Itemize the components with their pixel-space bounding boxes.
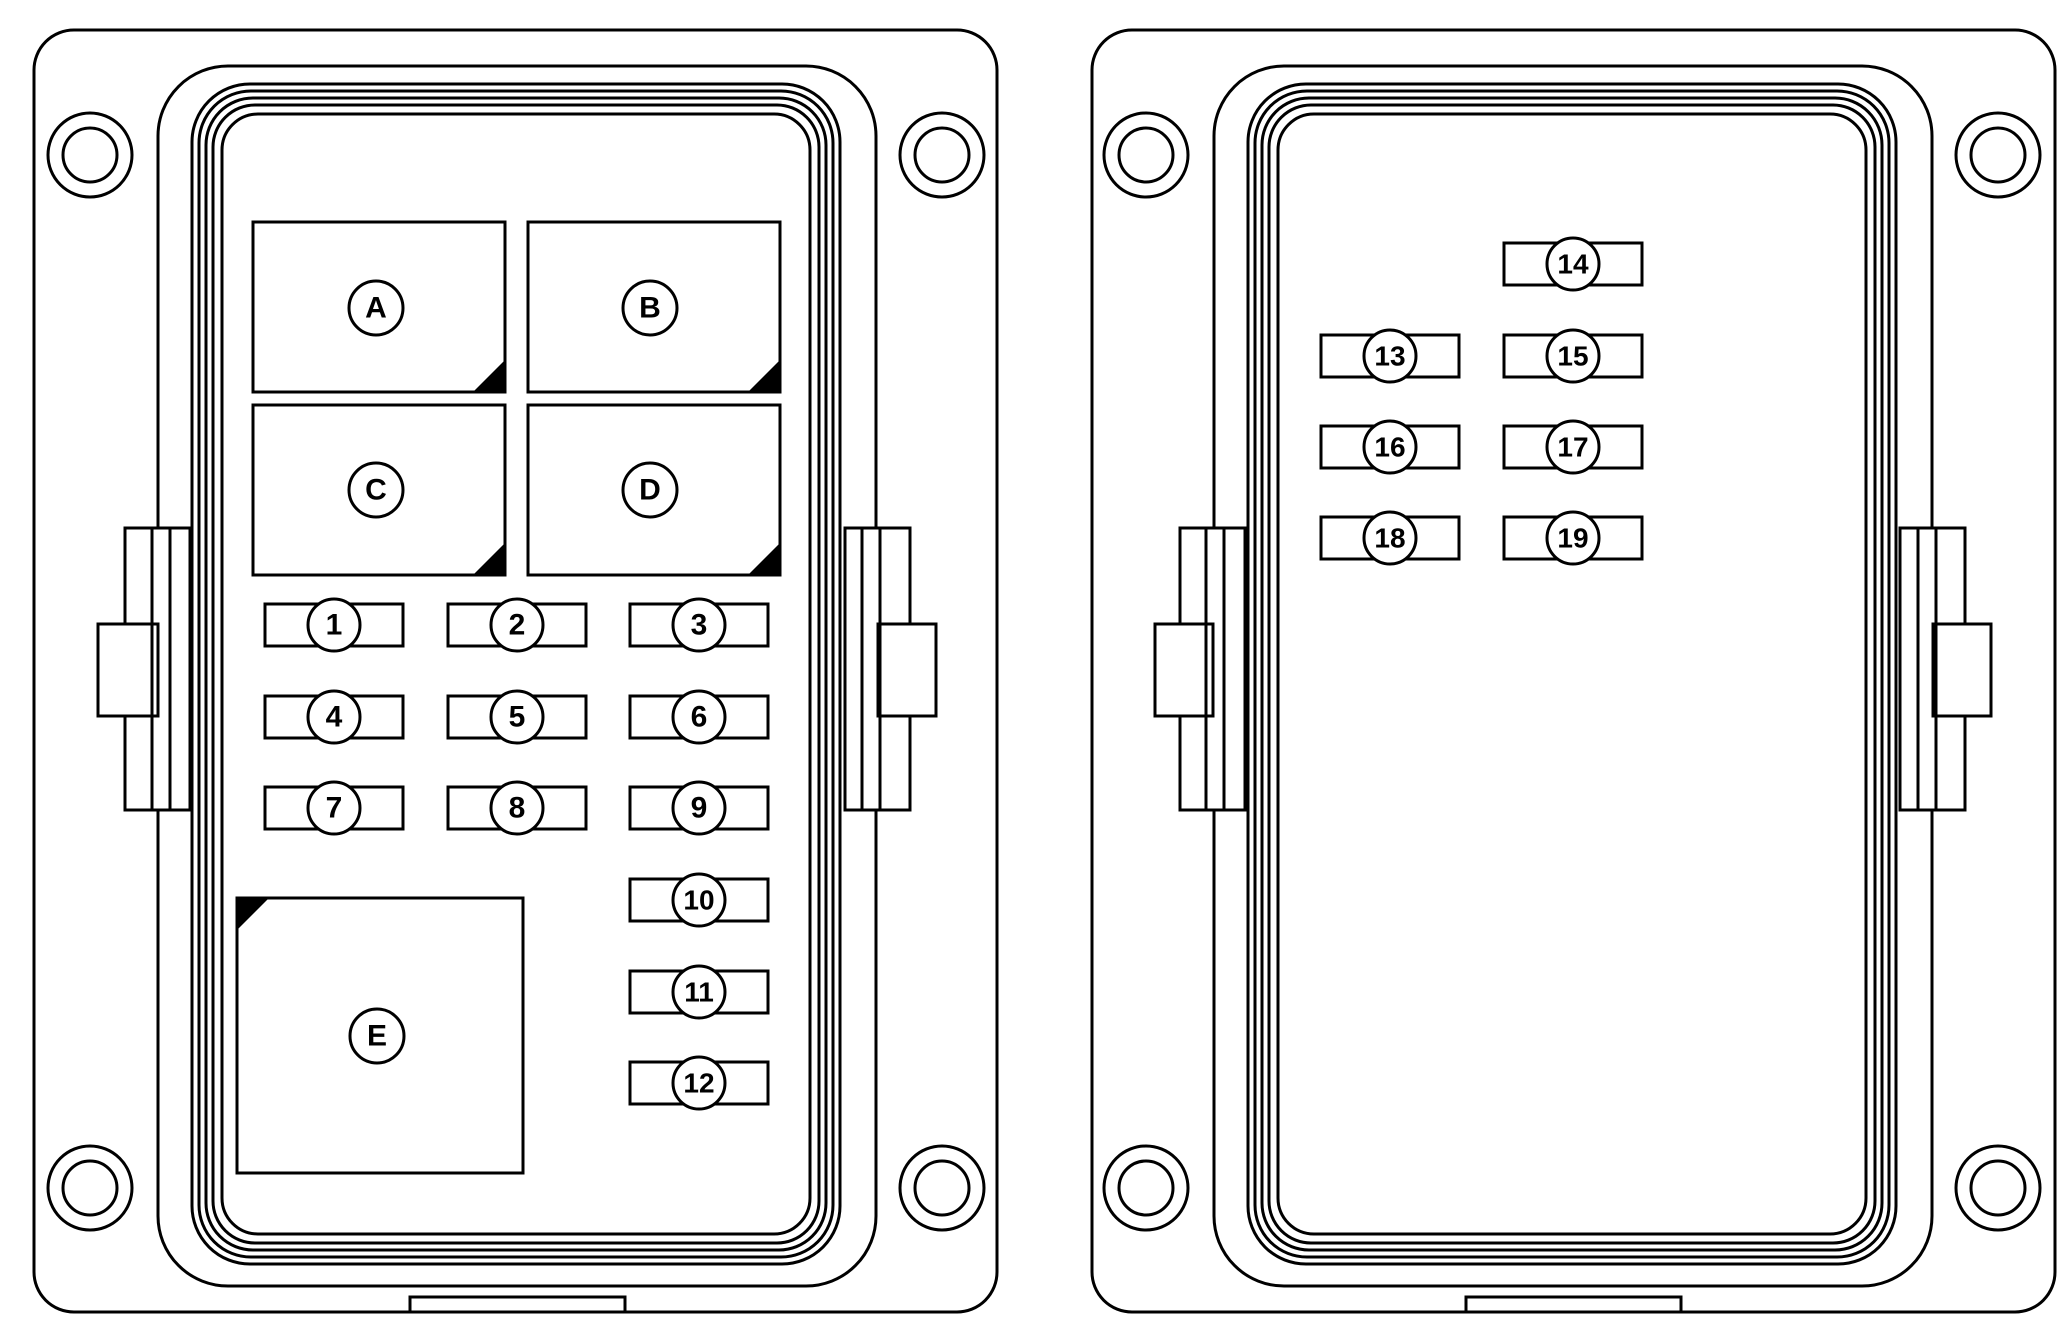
left-fuse-box: A B C D E 1 [32,28,999,1314]
fuse-label: 3 [691,609,708,642]
fuse-3: 3 [628,597,770,653]
housing-outer [32,28,999,1314]
right-fuse-box: 13 14 15 16 17 18 19 [1090,28,2057,1314]
fuse-label: 12 [683,1068,714,1099]
mounting-hole-icon [1102,111,1190,199]
bottom-tab [1464,1295,1683,1312]
fuse-18: 18 [1319,510,1461,566]
side-clip-left [96,526,192,812]
mounting-hole-icon [898,1144,986,1232]
fuse-label: 13 [1374,341,1405,372]
fuse-label: 11 [684,977,714,1008]
fuse-label: 2 [509,609,526,642]
fuse-17: 17 [1502,419,1644,475]
fuse-label: 19 [1557,523,1588,554]
fuse-8: 8 [446,780,588,836]
relay-A: A [251,220,507,394]
orientation-marker-icon [473,543,505,575]
fuse-5: 5 [446,689,588,745]
fuse-9: 9 [628,780,770,836]
fuse-4: 4 [263,689,405,745]
gasket-ring-2 [197,89,835,1259]
fuse-label: 8 [509,792,526,825]
relay-C: C [251,403,507,577]
fuse-13: 13 [1319,328,1461,384]
mounting-hole-icon [1102,1144,1190,1232]
fuse-14: 14 [1502,236,1644,292]
fuse-1: 1 [263,597,405,653]
relay-D: D [526,403,782,577]
relay-E: E [235,896,525,1175]
relay-B: B [526,220,782,394]
fuse-16: 16 [1319,419,1461,475]
gasket-ring-3 [1260,96,1884,1252]
fuse-2: 2 [446,597,588,653]
fuse-tray [1276,112,1868,1236]
fuse-label: 4 [326,701,343,734]
relay-label: A [365,292,387,325]
fuse-10: 10 [628,872,770,928]
mounting-hole-icon [46,111,134,199]
fuse-11: 11 [628,964,770,1020]
fuse-label: 7 [326,792,343,825]
relay-label: B [639,292,661,325]
housing-outer [1090,28,2057,1314]
fuse-6: 6 [628,689,770,745]
fuse-label: 15 [1557,341,1588,372]
fuse-label: 18 [1374,523,1405,554]
orientation-marker-icon [748,360,780,392]
side-clip-right [1898,526,1993,812]
fuse-label: 16 [1374,432,1405,463]
fuse-15: 15 [1502,328,1644,384]
bottom-tab [408,1295,627,1312]
relay-label: C [365,474,387,507]
relay-label: D [639,474,661,507]
fuse-label: 6 [691,701,708,734]
fuse-label: 5 [509,701,526,734]
mounting-hole-icon [46,1144,134,1232]
mounting-hole-icon [1954,1144,2042,1232]
fuse-7: 7 [263,780,405,836]
fuse-12: 12 [628,1055,770,1111]
fuse-19: 19 [1502,510,1644,566]
fuse-label: 1 [326,609,343,642]
side-clip-left [1153,526,1247,812]
fuse-label: 14 [1557,249,1589,280]
gasket-ring-2 [1253,89,1891,1259]
relay-label: E [367,1020,387,1053]
orientation-marker-icon [473,360,505,392]
gasket-ring-4 [1267,103,1877,1245]
side-clip-right [843,526,938,812]
mounting-hole-icon [898,111,986,199]
orientation-marker-icon [237,898,269,930]
fuse-label: 9 [691,792,708,825]
gasket-ring-4 [211,103,821,1245]
mounting-hole-icon [1954,111,2042,199]
fuse-label: 17 [1557,432,1588,463]
gasket-ring-3 [204,96,828,1252]
fuse-label: 10 [683,885,714,916]
orientation-marker-icon [748,543,780,575]
